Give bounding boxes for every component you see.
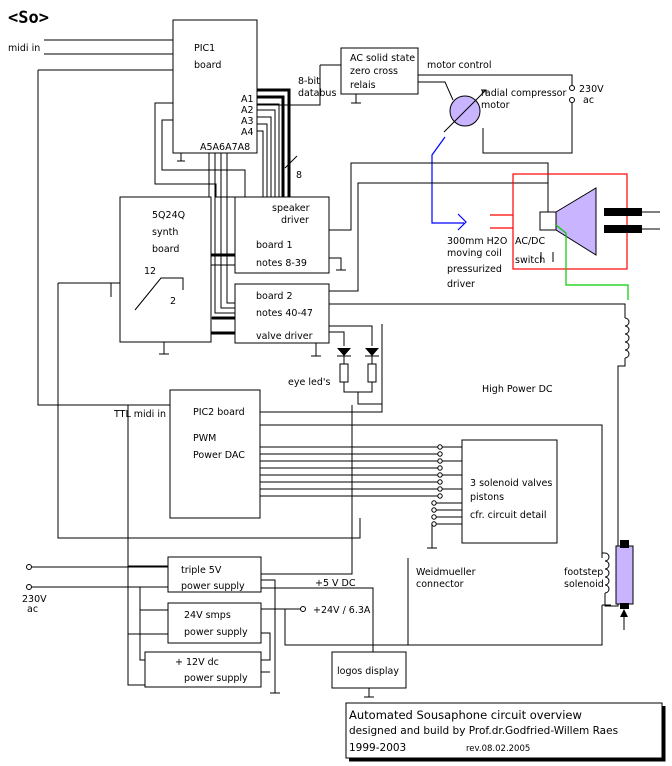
compressor-motor: radial compressor motor (443, 88, 566, 133)
eye-leds: eye led's (288, 324, 383, 405)
mains-left-ac: ac (27, 604, 38, 615)
acdc-label: AC/DC (515, 236, 545, 247)
moving-coil-label-1: 300mm H2O (447, 236, 507, 247)
synth-board: 5Q24Q synth board 12 2 (110, 196, 212, 355)
valve-driver-label: valve driver (256, 331, 313, 342)
supply-output-wires (261, 405, 611, 694)
ttl-midi-label: TTL midi in (113, 409, 166, 420)
footstep-solenoid (602, 540, 634, 630)
pic2-label-2: PWM (193, 433, 216, 444)
footer-revision: rev.08.02.2005 (466, 744, 530, 754)
plus-5v-label: +5 V DC (315, 578, 356, 589)
pic2-board: PIC2 board PWM Power DAC (169, 389, 603, 558)
footstep-label-2: solenoid (564, 579, 604, 590)
databus-wires: 8 (154, 88, 302, 320)
12v-dc-supply: + 12V dc power supply (144, 651, 262, 688)
speaker-label-1: speaker (272, 203, 310, 214)
ps2-label-2: power supply (184, 627, 248, 638)
ac-relais-label-1: AC solid state (350, 53, 415, 64)
databus-label: 8-bit (298, 76, 320, 87)
logos-display: logos display (331, 651, 407, 698)
plus-24v-label: +24V / 6.3A (313, 605, 371, 616)
midi-in-wires (37, 39, 173, 406)
bus-count-label: 8 (296, 170, 302, 181)
pic2-label-1: PIC2 board (193, 407, 245, 418)
title-block: Automated Sousaphone circuit overview de… (345, 702, 666, 762)
page-title: <So> (8, 8, 49, 28)
synth-label-2: synth (152, 227, 178, 238)
mains-left-230: 230V (22, 594, 47, 605)
board1-label-1: board 1 (256, 240, 293, 251)
solenoid-label-3: cfr. circuit detail (470, 510, 547, 521)
pic1-label: PIC1 (194, 43, 215, 54)
weidmueller-label-2: connector (416, 579, 464, 590)
speaker-driver-board: speaker driver board 1 notes 8-39 (234, 162, 549, 274)
mains-ac-label: ac (583, 95, 594, 106)
switch-label: switch (515, 255, 545, 266)
synth-label-1: 5Q24Q (152, 210, 185, 221)
board2-label-1: board 2 (256, 291, 293, 302)
triple-5v-supply: triple 5V power supply (167, 556, 262, 593)
solenoid-label-1: 3 solenoid valves (470, 478, 552, 489)
board1-label-2: notes 8-39 (256, 258, 307, 269)
synth-label-2b: 2 (170, 296, 176, 307)
ps3-label-2: power supply (184, 673, 248, 684)
moving-coil-label-4: driver (447, 279, 475, 290)
footstep-label-1: footstep (564, 567, 603, 578)
ps2-label-1: 24V smps (184, 610, 231, 621)
motor-control-label: motor control (427, 60, 491, 71)
synth-to-board-wires (211, 253, 235, 335)
compressor-label-1: radial compressor (481, 88, 566, 99)
speaker-label-2: driver (281, 215, 309, 226)
footer-title: Automated Sousaphone circuit overview (349, 708, 582, 722)
ps3-label-1: + 12V dc (175, 657, 219, 668)
pic2-label-3: Power DAC (193, 450, 245, 461)
solenoid-valves: 3 solenoid valves pistons cfr. circuit d… (427, 439, 558, 549)
high-power-label: High Power DC (482, 384, 553, 395)
databus-label-2: databus (298, 88, 336, 99)
ac-relais: AC solid state zero cross relais (257, 47, 419, 106)
pic1-board: PIC1 board A1 A2 A3 A4 A5A6A7A8 (172, 19, 258, 162)
ps1-label-2: power supply (181, 581, 245, 592)
solenoid-label-2: pistons (470, 492, 504, 503)
ac-relais-label-3: relais (350, 80, 376, 91)
ac-relais-label-2: zero cross (350, 66, 398, 77)
logos-label: logos display (337, 666, 399, 677)
pin-a3: A3 (241, 116, 254, 127)
footer-author: designed and build by Prof.dr.Godfried-W… (349, 725, 618, 737)
pin-a1: A1 (241, 94, 254, 105)
high-power-coil (611, 317, 630, 607)
ps1-label-1: triple 5V (181, 565, 222, 576)
board2-label-2: notes 40-47 (256, 308, 313, 319)
moving-coil-label-3: pressurized (447, 264, 502, 275)
synth-label-3: board (152, 244, 179, 255)
compressor-label-2: motor (481, 100, 510, 111)
weidmueller-label-1: Weidmueller (416, 567, 476, 578)
valve-driver-board: board 2 notes 40-47 valve driver (234, 182, 626, 357)
mains-230-label: 230V (579, 84, 604, 95)
air-hose (431, 136, 464, 224)
moving-coil-label-2: moving coil (447, 248, 502, 259)
moving-coil-driver (490, 173, 660, 300)
footer-years: 1999-2003 (349, 742, 406, 754)
motor-control-wires (418, 74, 575, 154)
eye-leds-label: eye led's (288, 377, 330, 388)
mains-input (26, 564, 168, 686)
pin-a4: A4 (241, 127, 254, 138)
pins-bottom: A5A6A7A8 (200, 142, 250, 153)
24v-smps-supply: 24V smps power supply (167, 602, 262, 644)
synth-label-12: 12 (144, 266, 156, 277)
midi-in-label: midi in (8, 43, 40, 54)
left-rail-wires (57, 282, 361, 567)
pin-a2: A2 (241, 105, 254, 116)
pic1-label-board: board (194, 60, 221, 71)
